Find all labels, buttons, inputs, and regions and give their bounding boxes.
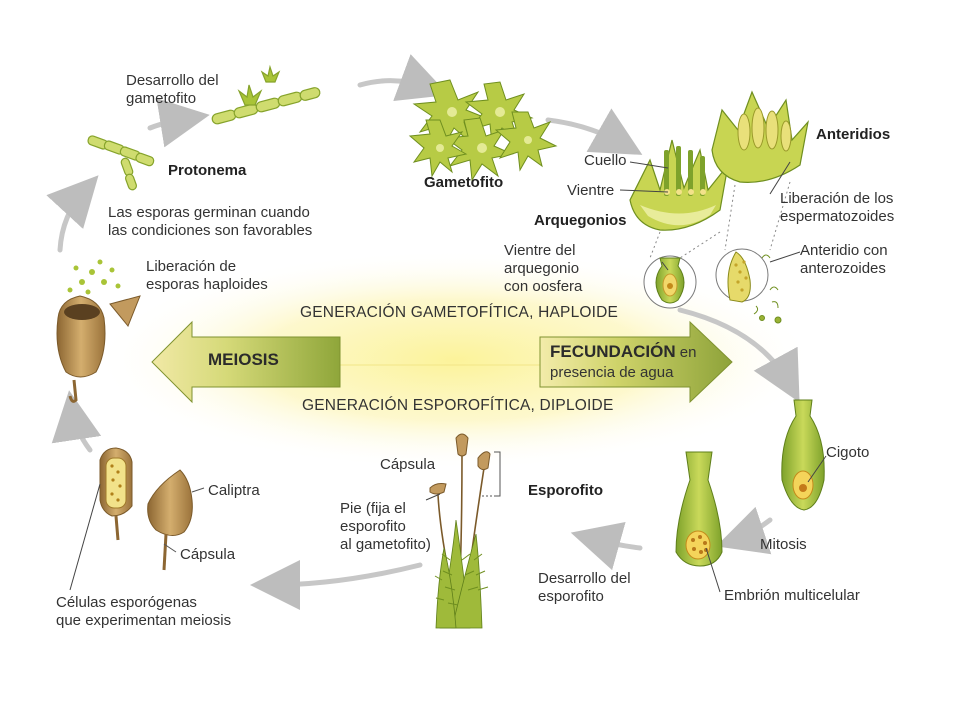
label-pie: Pie (fija el esporofito al gametofito): [340, 500, 431, 553]
developing-gametophyte-illustration: [211, 64, 321, 125]
label-desarrollo-esporofito: Desarrollo del esporofito: [538, 570, 631, 605]
label-esporofito: Esporofito: [528, 482, 603, 499]
label-arquegonios: Arquegonios: [534, 212, 627, 229]
gametophyte-illustration: [408, 79, 558, 182]
label-cigoto: Cigoto: [826, 444, 870, 461]
meiosis-arrow: [151, 320, 341, 404]
cycle-arrows: [46, 54, 800, 610]
label-meiosis: MEIOSIS: [208, 350, 279, 369]
label-capsula-top: Cápsula: [380, 456, 436, 473]
fecundacion-arrow: [539, 320, 733, 404]
label-anteridio-anterozoides: Anteridio con anterozoides: [800, 242, 888, 277]
label-cuello: Cuello: [584, 152, 627, 169]
label-fecundacion: FECUNDACIÓN en: [550, 343, 696, 362]
haploid-diploid-band: [95, 250, 815, 470]
label-fecundacion-word: FECUNDACIÓN: [550, 342, 676, 361]
protonema-illustration: [87, 135, 155, 191]
archegonia-illustration: [629, 139, 729, 259]
leader-lines: [69, 161, 827, 593]
label-liberacion-esporas: Liberación de esporas haploides: [146, 258, 268, 293]
label-capsula-left: Cápsula: [180, 546, 236, 563]
label-embrion: Embrión multicelular: [724, 587, 860, 604]
label-gametofito: Gametofito: [424, 174, 504, 191]
label-generacion-gametofitica: GENERACIÓN GAMETOFÍTICA, HAPLOIDE: [300, 304, 619, 321]
label-vientre: Vientre: [567, 182, 615, 199]
antheridia-illustration: [711, 90, 809, 251]
label-protonema: Protonema: [168, 162, 247, 179]
capsule-calyptra-illustration: [99, 447, 205, 571]
antheridium-detail-illustration: [715, 248, 782, 324]
label-liberacion-espermatozoides: Liberación de los espermatozoides: [780, 190, 895, 225]
label-presencia-agua: presencia de agua: [550, 364, 674, 381]
label-desarrollo-gametofito: Desarrollo del gametofito: [126, 72, 219, 107]
sporophyte-illustration: [429, 433, 501, 629]
label-esporas-germinan: Las esporas germinan cuando las condicio…: [108, 204, 313, 239]
embryo-illustration: [675, 451, 723, 567]
label-celulas-esporogenas: Células esporógenas que experimentan mei…: [56, 594, 232, 629]
archegonium-detail-illustration: [643, 255, 697, 309]
zygote-illustration: [781, 399, 825, 511]
label-generacion-esporofitica: GENERACIÓN ESPOROFÍTICA, DIPLOIDE: [302, 397, 614, 414]
label-fecundacion-en: en: [675, 344, 697, 361]
label-anteridios: Anteridios: [816, 126, 891, 143]
label-vientre-arquegonio: Vientre del arquegonio con oosfera: [504, 242, 583, 295]
label-mitosis: Mitosis: [760, 536, 807, 553]
spore-release-illustration: [56, 259, 141, 403]
label-caliptra: Caliptra: [208, 482, 260, 499]
